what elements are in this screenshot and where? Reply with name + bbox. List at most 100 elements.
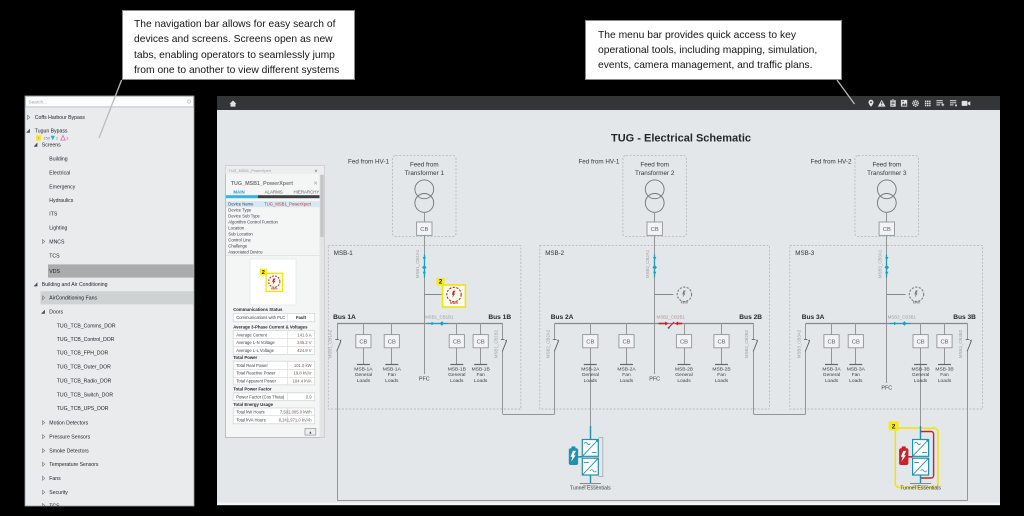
svg-text:General: General [355, 372, 372, 378]
svg-text:ITS: ITS [49, 212, 58, 218]
svg-text:Power Factor (Cos Theta): Power Factor (Cos Theta) [236, 394, 285, 399]
svg-text:Fans: Fans [49, 476, 61, 482]
svg-text:MSB-3B: MSB-3B [935, 367, 953, 373]
svg-text:Feed from: Feed from [640, 162, 669, 169]
svg-text:Pressure Sensors: Pressure Sensors [49, 434, 90, 440]
svg-text:Loads: Loads [584, 378, 598, 384]
svg-text:2: 2 [892, 423, 896, 430]
svg-text:HIERARCHY: HIERARCHY [294, 189, 320, 194]
svg-text:8,241,971.0 kVAh: 8,241,971.0 kVAh [279, 417, 313, 422]
svg-text:Fan: Fan [940, 372, 949, 378]
svg-text:Feed from: Feed from [410, 162, 439, 169]
svg-text:2: 2 [262, 270, 265, 276]
svg-text:Feed from: Feed from [872, 162, 901, 169]
svg-text:MSB2_CB2B1: MSB2_CB2B1 [657, 315, 686, 320]
svg-text:Loads: Loads [357, 378, 371, 384]
svg-text:19.8 kVAr: 19.8 kVAr [294, 371, 313, 376]
svg-text:TUG_TCB_FPH_DOR: TUG_TCB_FPH_DOR [57, 351, 109, 357]
svg-text:2: 2 [56, 136, 58, 140]
svg-text:Total Reactive Power: Total Reactive Power [236, 371, 276, 376]
svg-text:Bus 1B: Bus 1B [488, 314, 511, 321]
svg-text:MSB-2B: MSB-2B [675, 367, 693, 373]
svg-text:General: General [912, 372, 929, 378]
svg-text:Total kVA Hours: Total kVA Hours [236, 417, 265, 422]
svg-text:CB: CB [453, 340, 461, 346]
svg-text:141.6 A: 141.6 A [297, 332, 311, 337]
svg-text:Bus 1A: Bus 1A [333, 314, 356, 321]
svg-text:Fault: Fault [296, 315, 307, 320]
svg-text:Fan: Fan [476, 372, 485, 378]
svg-text:MSB-3: MSB-3 [795, 250, 814, 257]
svg-text:CB: CB [827, 340, 835, 346]
svg-text:TCS: TCS [49, 503, 60, 509]
svg-text:TUG_MSB1_PowerXpert: TUG_MSB1_PowerXpert [231, 181, 294, 187]
svg-text:Total Apparent Power: Total Apparent Power [236, 379, 276, 384]
svg-text:MSB-3A: MSB-3A [847, 367, 866, 373]
svg-text:CB: CB [586, 340, 594, 346]
svg-text:Coffs Harbour Bypass: Coffs Harbour Bypass [35, 115, 86, 121]
svg-text:Control Line: Control Line [228, 238, 251, 243]
svg-text:TUG_MSB1_PowerXpert: TUG_MSB1_PowerXpert [264, 202, 312, 207]
svg-text:MSB3_CB3A2: MSB3_CB3A2 [796, 329, 801, 358]
svg-text:MSB-2A: MSB-2A [581, 367, 600, 373]
svg-text:CB: CB [717, 340, 725, 346]
svg-text:Loads: Loads [715, 378, 729, 384]
svg-text:TUG_TCB_Comms_DOR: TUG_TCB_Comms_DOR [57, 324, 116, 330]
svg-text:Fan: Fan [622, 372, 631, 378]
svg-text:Algorithm Control Function: Algorithm Control Function [228, 220, 278, 225]
svg-text:Transformer 3: Transformer 3 [867, 170, 907, 177]
svg-text:MSB-1A: MSB-1A [383, 367, 402, 373]
svg-text:!: ! [38, 136, 39, 140]
svg-text:424.9 V: 424.9 V [297, 348, 312, 353]
svg-text:✕: ✕ [313, 181, 318, 187]
svg-text:TUG_TCB_Radio_DOR: TUG_TCB_Radio_DOR [57, 378, 112, 384]
svg-text:Loads: Loads [620, 378, 634, 384]
svg-text:Bus 3A: Bus 3A [802, 314, 825, 321]
svg-text:Loads: Loads [385, 378, 399, 384]
svg-text:Screens: Screens [42, 142, 61, 148]
svg-text:CB: CB [940, 340, 948, 346]
svg-text:Device Name: Device Name [228, 202, 254, 207]
svg-text:CB: CB [420, 227, 428, 233]
svg-text:Transformer 1: Transformer 1 [405, 170, 445, 177]
svg-text:Electrical: Electrical [49, 171, 70, 177]
svg-text:MSB-1A: MSB-1A [354, 367, 373, 373]
svg-text:Total kW Hours: Total kW Hours [236, 410, 264, 415]
svg-text:Building and Air Conditioning: Building and Air Conditioning [42, 282, 108, 288]
svg-text:Average L-L Voltage: Average L-L Voltage [236, 348, 274, 353]
svg-text:3: 3 [66, 136, 68, 140]
svg-text:TCS: TCS [49, 254, 60, 260]
svg-text:MSB-1B: MSB-1B [448, 367, 466, 373]
svg-text:MSB1_CB1B2: MSB1_CB1B2 [493, 329, 498, 358]
svg-text:Total Real Power: Total Real Power [236, 363, 268, 368]
svg-text:Smoke Detectors: Smoke Detectors [49, 448, 89, 454]
svg-text:Loads: Loads [914, 378, 928, 384]
svg-text:Search...: Search... [29, 100, 47, 105]
svg-text:MSB2_CB2B2: MSB2_CB2B2 [744, 329, 749, 358]
svg-text:MNCS: MNCS [49, 239, 65, 245]
svg-text:Lighting: Lighting [49, 226, 67, 232]
svg-text:Fed from HV-2: Fed from HV-2 [811, 158, 852, 165]
svg-text:2: 2 [439, 280, 443, 286]
svg-text:Associated Device: Associated Device [228, 250, 263, 255]
svg-text:Loads: Loads [677, 378, 691, 384]
svg-text:Communications Status: Communications Status [233, 307, 283, 312]
svg-text:Device Type: Device Type [228, 208, 252, 213]
svg-text:General: General [675, 372, 692, 378]
svg-text:AirConditioning Fans: AirConditioning Fans [49, 296, 97, 302]
svg-text:Doors: Doors [49, 310, 63, 316]
svg-text:MSB-2B: MSB-2B [712, 367, 730, 373]
svg-text:PFC: PFC [649, 377, 660, 383]
svg-text:Average Current: Average Current [236, 332, 267, 337]
svg-text:Device Sub Type: Device Sub Type [228, 214, 260, 219]
svg-text:CB: CB [852, 340, 860, 346]
svg-text:Tunnel Essentials: Tunnel Essentials [570, 486, 611, 492]
svg-text:Challenge: Challenge [228, 244, 248, 249]
svg-text:104.4 kVA: 104.4 kVA [293, 379, 312, 384]
svg-text:101.0 kW: 101.0 kW [294, 363, 312, 368]
svg-text:TUG_TCB_UPS_DOR: TUG_TCB_UPS_DOR [57, 406, 109, 412]
svg-text:Loads: Loads [474, 378, 488, 384]
svg-text:Location: Location [228, 226, 245, 231]
svg-text:Fan: Fan [717, 372, 726, 378]
svg-text:General: General [448, 372, 465, 378]
